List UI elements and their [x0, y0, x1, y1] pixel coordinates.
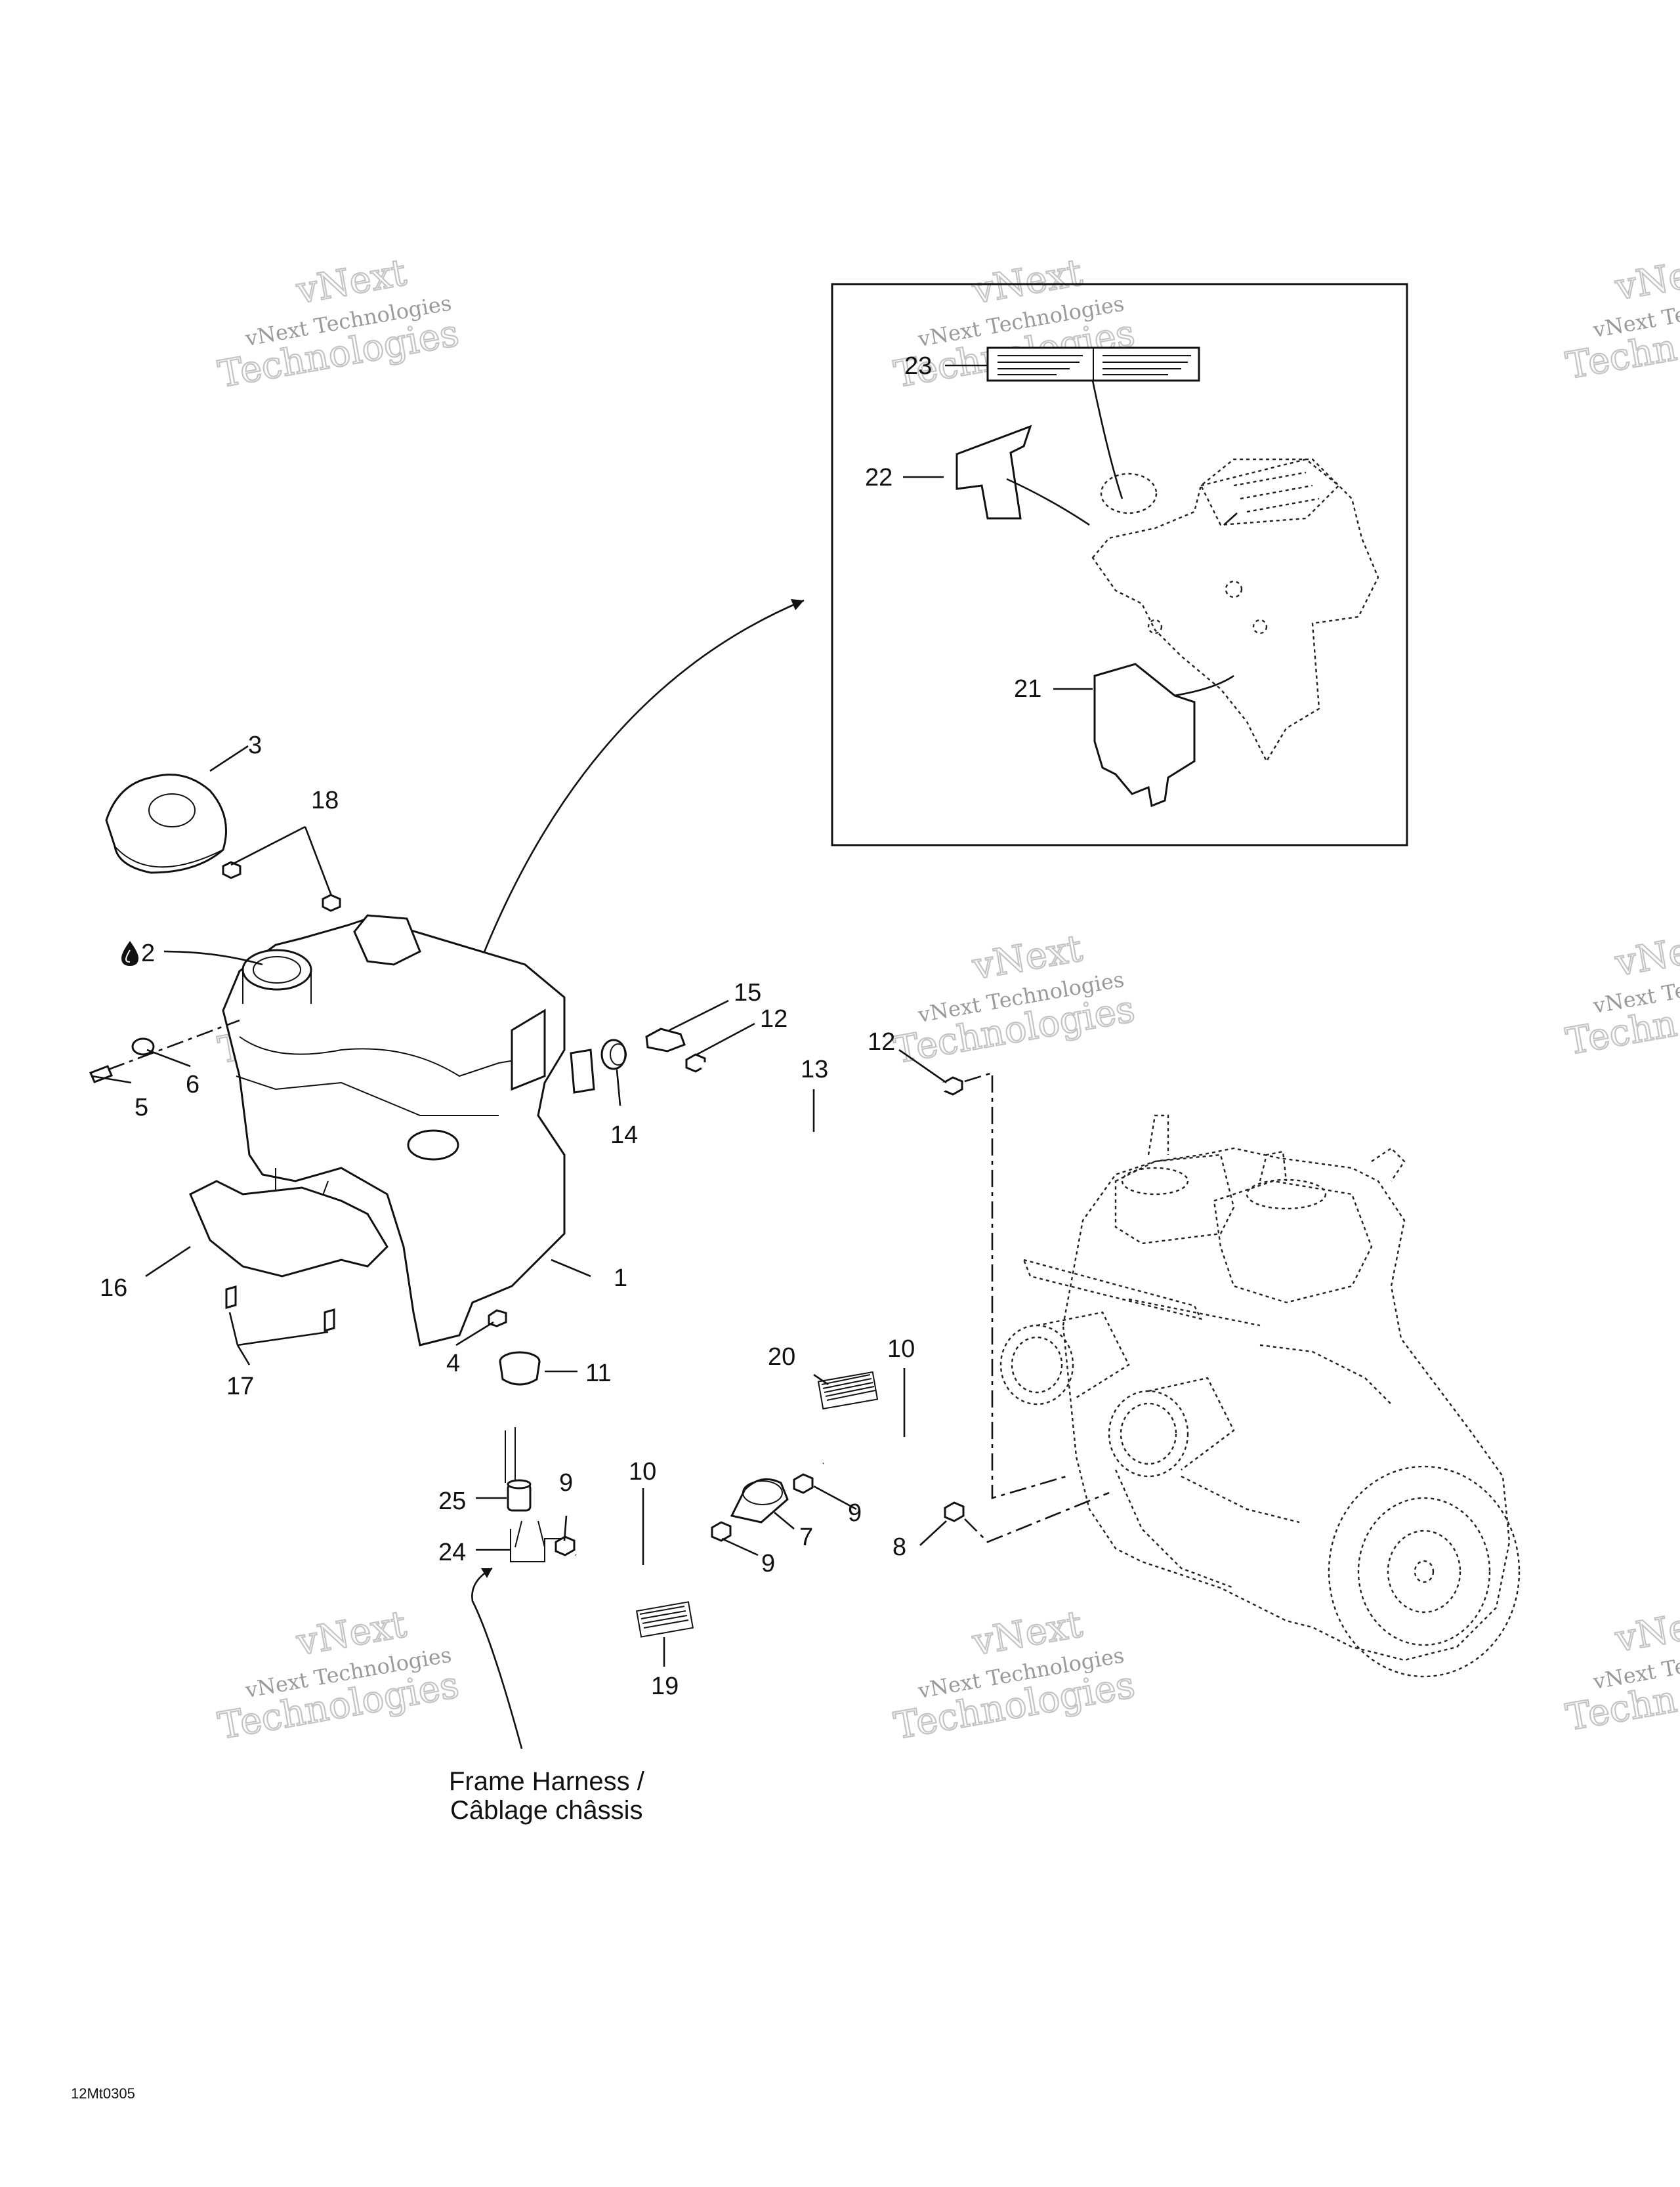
oil-tank	[222, 914, 595, 1346]
callout-25: 25	[438, 1488, 466, 1515]
callout-18: 18	[311, 787, 339, 814]
callout-23: 23	[904, 352, 932, 380]
arrow-head	[791, 599, 804, 610]
engine-outline	[1091, 458, 1379, 763]
washer-6	[131, 1037, 155, 1056]
callout-5: 5	[135, 1094, 148, 1121]
callout-2: 2	[141, 940, 155, 967]
callout-7: 7	[799, 1524, 813, 1551]
clamp-9c	[793, 1473, 814, 1494]
callout-15: 15	[734, 979, 761, 1007]
caption-line-2: Câblage châssis	[450, 1796, 643, 1825]
decal-22-label	[956, 425, 1032, 520]
callout-14: 14	[610, 1121, 638, 1149]
diagram-code: 12Mt0305	[71, 2085, 135, 2102]
decal-21-label	[1093, 663, 1196, 808]
callout-17: 17	[226, 1373, 254, 1400]
watermark-5: Technologies vNext vNext Technologies	[891, 927, 1139, 1073]
oil-tank-assembly	[89, 774, 963, 1386]
watermark-3: Techn vNe vNext Te	[1563, 253, 1680, 388]
watermark-8: Technologies vNext vNext Technologies	[891, 1602, 1139, 1749]
heat-shield	[189, 1180, 388, 1278]
callout-9: 9	[559, 1469, 573, 1497]
spring-20	[817, 1371, 879, 1410]
watermark-2: Technologies vNext vNext Technologies	[891, 251, 1139, 397]
callout-19: 19	[651, 1673, 679, 1700]
inset-frame	[831, 283, 1408, 846]
intake-boots	[999, 1311, 1235, 1478]
frame-harness-caption: Frame Harness / Câblage châssis	[449, 1767, 645, 1825]
hose-10-upper	[822, 1432, 957, 1510]
callout-24: 24	[438, 1539, 466, 1566]
watermark-9: Techn vNe vNext Te	[1563, 1605, 1680, 1740]
callout-12: 12	[760, 1005, 788, 1033]
grommet-14	[600, 1039, 627, 1070]
callout-10b: 10	[629, 1458, 656, 1486]
tee-fitting-24	[510, 1529, 564, 1562]
oil-cap	[105, 774, 227, 874]
callout-6: 6	[186, 1071, 200, 1098]
hose-10-lower	[575, 1529, 719, 1570]
grommet-11	[499, 1351, 541, 1386]
seal-nuts	[222, 861, 341, 912]
callout-numbers: 3 18 2 6 5 14 15 12 13 12 16 1 17 4 11 2…	[100, 352, 1041, 1700]
callout-9c: 9	[848, 1499, 862, 1527]
oil-drop-icon	[121, 941, 138, 966]
watermark-short-text: vNe	[1612, 930, 1680, 985]
callout-10: 10	[887, 1335, 915, 1363]
callout-8: 8	[892, 1533, 906, 1561]
pointer-arrow	[481, 599, 805, 957]
callout-1: 1	[614, 1264, 627, 1292]
caption-line-1: Frame Harness /	[449, 1767, 645, 1796]
oil-hose-13	[701, 1062, 949, 1150]
flywheel	[1328, 1465, 1521, 1678]
filter-7	[730, 1478, 789, 1524]
spring-19	[635, 1601, 694, 1638]
callout-9b: 9	[761, 1550, 775, 1577]
screw-5	[89, 1065, 113, 1083]
watermark-1: Technologies vNext vNext Technologies	[215, 251, 463, 397]
watermark-short-text: vNe	[1612, 1606, 1680, 1661]
inset-engine	[1091, 458, 1379, 763]
decal-text-lines	[998, 355, 1191, 375]
watermark-short-text: vNe	[1612, 254, 1680, 309]
callout-21: 21	[1014, 675, 1041, 703]
callout-13: 13	[801, 1056, 828, 1083]
watermark-6: Techn vNe vNext Te	[1563, 929, 1680, 1064]
clamp-8	[944, 1501, 965, 1522]
screws	[225, 1285, 335, 1332]
callout-12b: 12	[868, 1028, 895, 1056]
engine-outline	[1062, 1147, 1511, 1661]
callout-4: 4	[446, 1350, 460, 1377]
watermark-7: Technologies vNext vNext Technologies	[215, 1602, 463, 1749]
callout-11: 11	[585, 1360, 611, 1387]
engine	[999, 1114, 1521, 1678]
sensor-and-lines	[505, 1072, 1110, 1638]
callout-16: 16	[100, 1274, 127, 1302]
callout-3: 3	[248, 732, 262, 759]
callout-22: 22	[865, 464, 892, 491]
inset-box	[831, 283, 1408, 846]
callout-20: 20	[768, 1343, 795, 1371]
elbow-fitting-15	[645, 1028, 686, 1052]
clamp-9b	[711, 1521, 732, 1542]
leader-lines	[91, 745, 947, 1749]
